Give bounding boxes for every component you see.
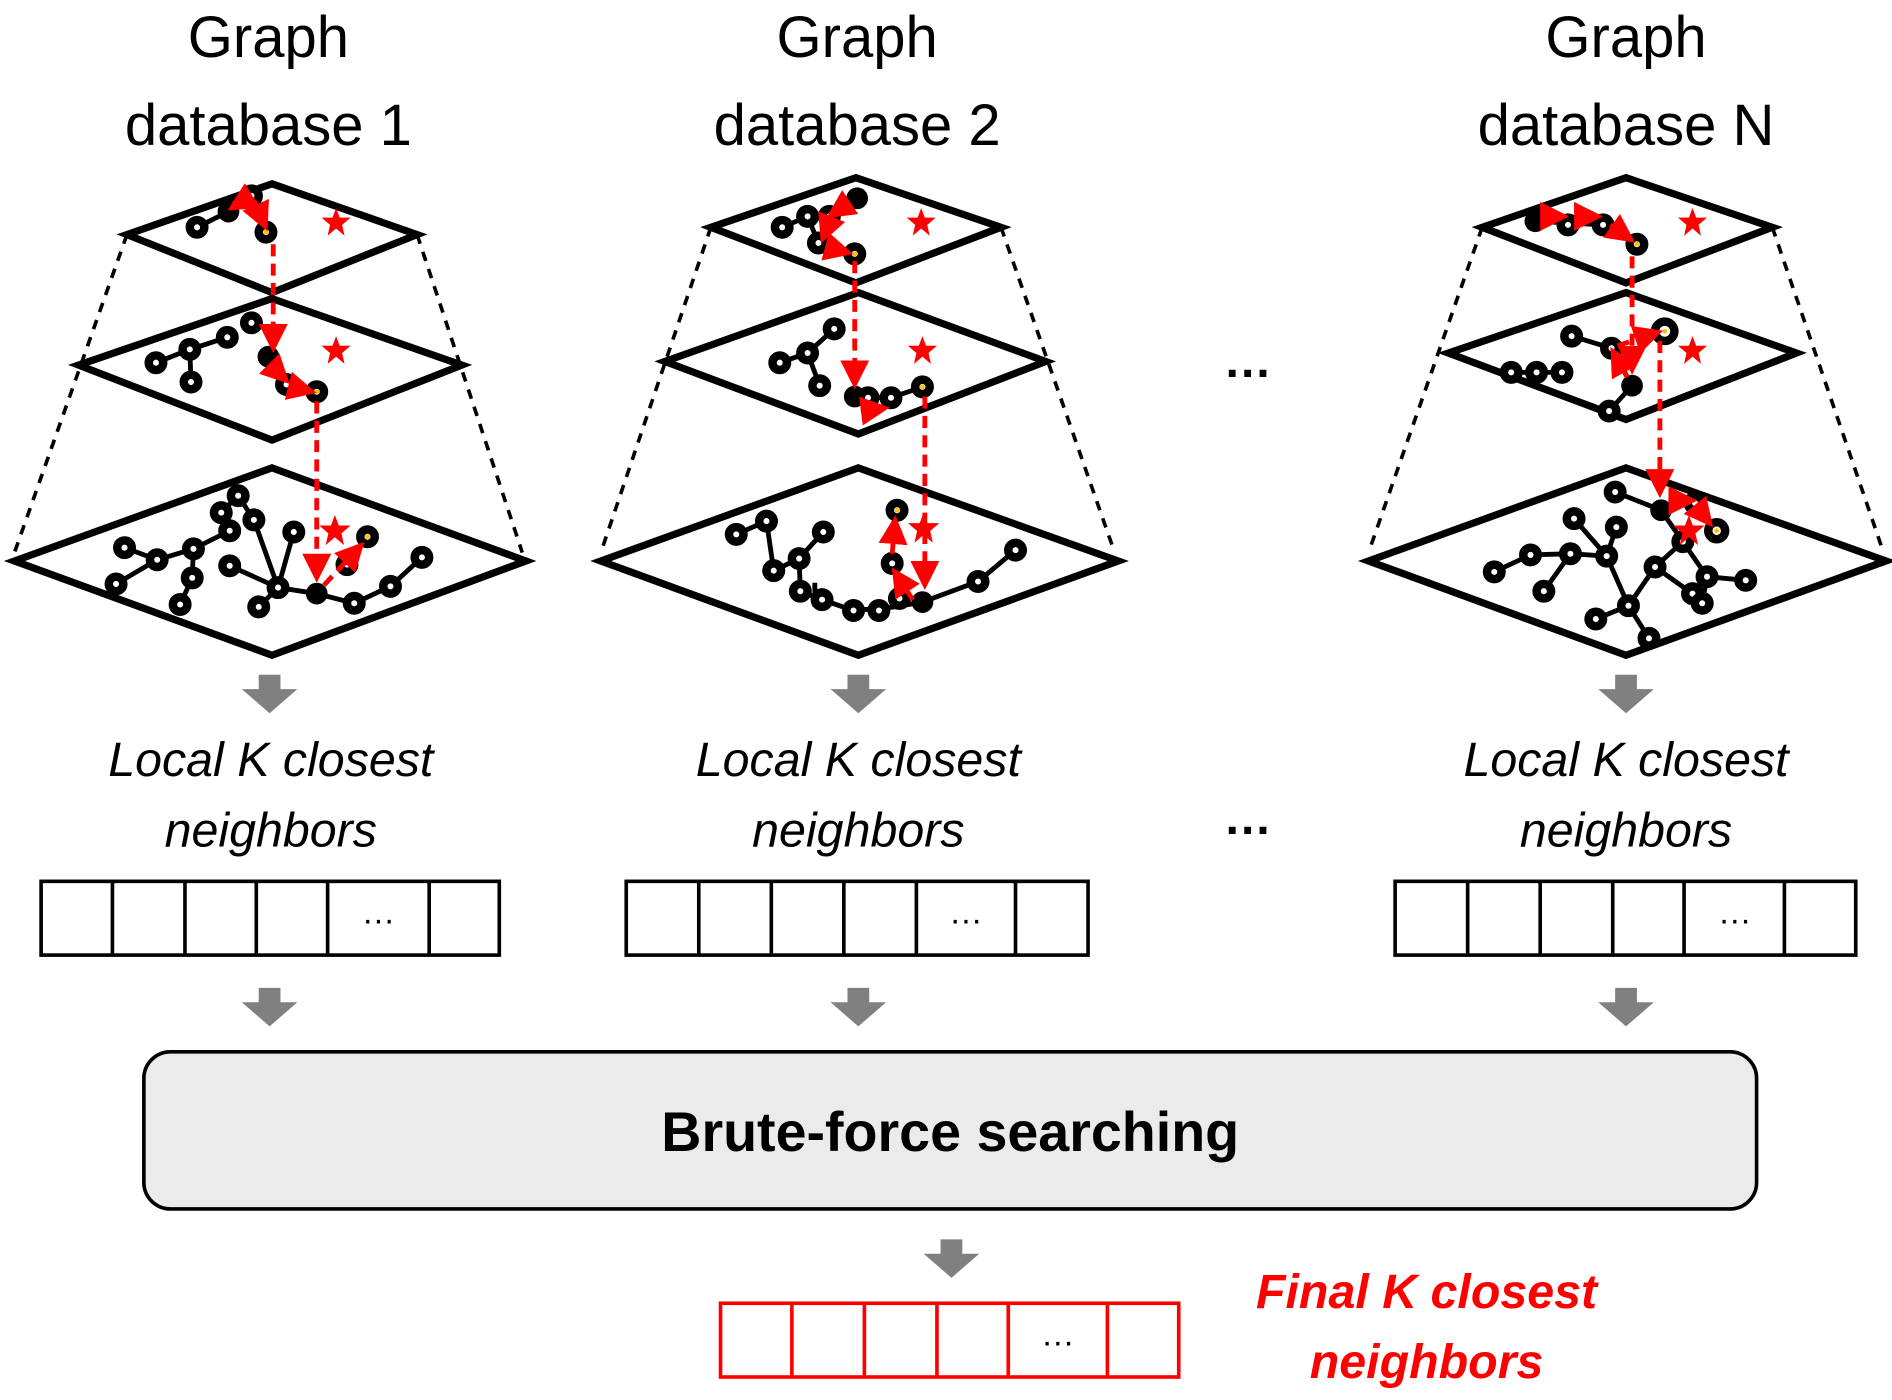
down-arrow-icon [830,674,887,714]
dbn-layer-middle [1437,256,1807,424]
db1-result-array: … [39,879,502,957]
final-label-line1: Final K closest [1256,1265,1599,1319]
dbn-title-line1: Graph [1545,5,1706,70]
db1-title-line2: database 1 [125,93,412,158]
down-arrow-icon [923,1239,980,1278]
db2-title-line1: Graph [777,5,938,70]
dbn-cell-ellipsis: … [1718,894,1752,932]
db1-cell-ellipsis: … [361,894,395,932]
dbn-layer-top [1471,173,1784,287]
brute-force-box: Brute-force searching [142,1049,1759,1211]
dbn-layer-bottom [1357,340,1892,660]
db2-result-array: … [624,879,1090,957]
db1-layer-bottom [3,401,537,660]
down-arrow-icon [241,987,298,1027]
dbn-result-array: … [1393,879,1858,957]
graph-database-2: Graph database 2 [590,5,1129,1027]
db2-cell-ellipsis: … [949,894,983,932]
final-cell-ellipsis: … [1041,1316,1075,1354]
db1-title-line1: Graph [188,5,349,70]
dbn-title-line2: database N [1478,93,1775,158]
down-arrow-icon [241,674,298,714]
db2-result-line2: neighbors [752,803,964,857]
graph-database-1: Graph database 1 [3,5,537,1027]
dbn-result-line2: neighbors [1520,803,1732,857]
between-ellipsis-top: … [1223,334,1271,388]
down-arrow-icon [1598,674,1654,714]
db2-layer-middle [654,261,1057,438]
db1-result-line1: Local K closest [108,733,436,787]
dbn-result-line1: Local K closest [1463,733,1791,787]
db1-layer-top [116,179,428,297]
db2-result-line1: Local K closest [696,733,1024,787]
down-arrow-icon [1598,987,1654,1027]
db2-title-line2: database 2 [714,93,1001,158]
final-result-array: … [718,1301,1181,1379]
final-result: … Final K closest neighbors [718,1265,1599,1389]
graph-database-n: Graph database N [1357,5,1892,1027]
final-label-line2: neighbors [1310,1335,1544,1389]
between-ellipsis-middle: … [1223,791,1271,845]
brute-force-label: Brute-force searching [661,1101,1239,1163]
down-arrow-icon [830,987,887,1027]
db1-result-line2: neighbors [165,803,377,857]
db1-layer-middle [68,244,473,444]
db2-layer-bottom [590,396,1129,660]
